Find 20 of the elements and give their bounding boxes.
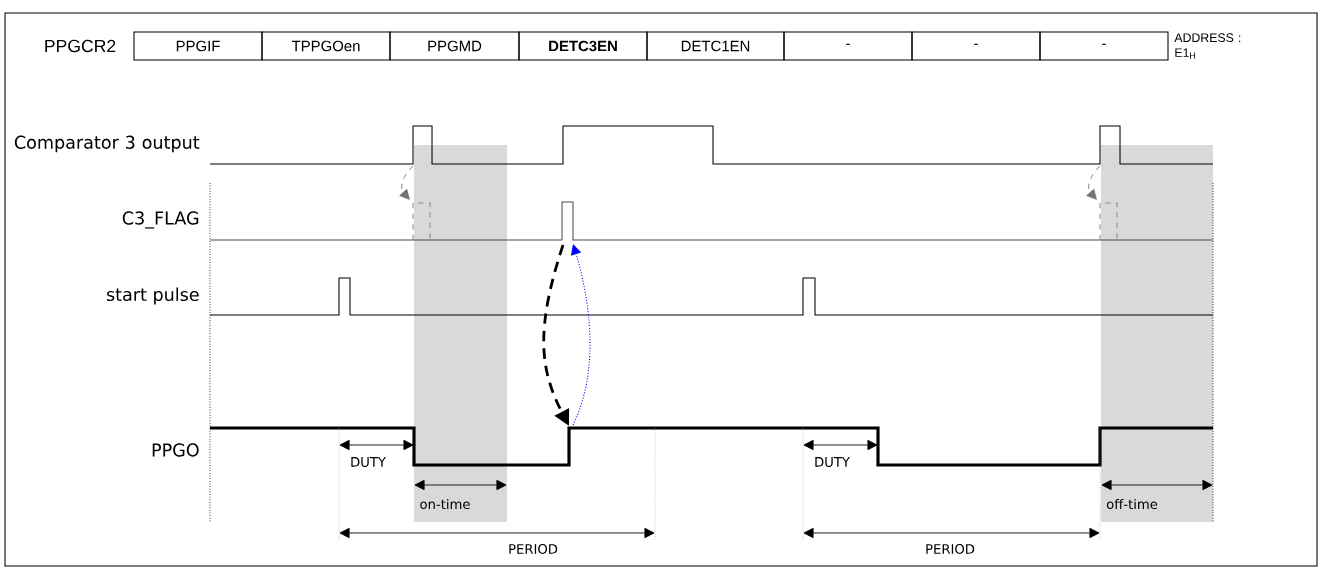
register-cell: DETC1EN	[646, 31, 785, 61]
register-cell: -	[783, 31, 913, 61]
signal-label: start pulse	[106, 287, 199, 305]
register-cell: DETC3EN	[518, 31, 648, 61]
dimension-label: DUTY	[815, 457, 850, 467]
register-name: PPGCR2	[45, 39, 116, 53]
signal-label: C3_FLAG	[122, 211, 199, 229]
dimension-label: off-time	[1106, 498, 1158, 510]
dimension-label: DUTY	[351, 457, 386, 467]
register-cell: PPGIF	[133, 31, 263, 61]
signal-label: Comparator 3 output	[14, 135, 200, 153]
register-cell: PPGMD	[389, 31, 520, 61]
dimension-label: PERIOD	[509, 544, 558, 554]
signal-label: PPGO	[152, 443, 199, 457]
dimension-label: PERIOD	[926, 544, 975, 554]
dimension-label: on-time	[420, 498, 470, 510]
register-cell: -	[911, 31, 1041, 61]
address-label: ADDRESS : E1$_{H}$	[1174, 33, 1241, 59]
register-cell: TPPGOen	[261, 31, 391, 61]
register-cell: -	[1039, 31, 1169, 61]
